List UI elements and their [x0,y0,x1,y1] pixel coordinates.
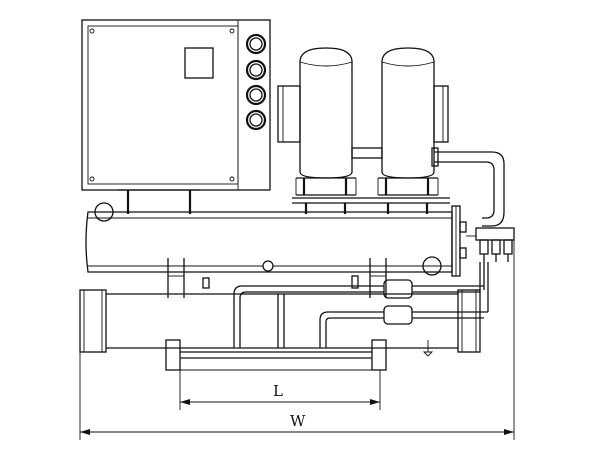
dimension-l [179,370,381,410]
crossover-pipe [351,147,383,159]
control-cabinet [81,19,271,191]
dimension-w [79,240,515,440]
mid-supports [167,258,387,298]
condenser-shell [85,202,467,277]
dimension-l-label: L [273,382,283,400]
discharge-pipe [431,147,505,227]
refrigerant-piping [233,262,489,357]
cabinet-legs [118,189,200,214]
indicator-lights [245,33,267,131]
base-frame [165,339,387,371]
compressor-right [377,47,449,196]
display-window [184,47,214,79]
evaporator-shell [79,289,481,353]
valve-cluster [466,227,515,290]
dimension-w-label: W [290,412,306,430]
compressor-left [277,47,357,196]
